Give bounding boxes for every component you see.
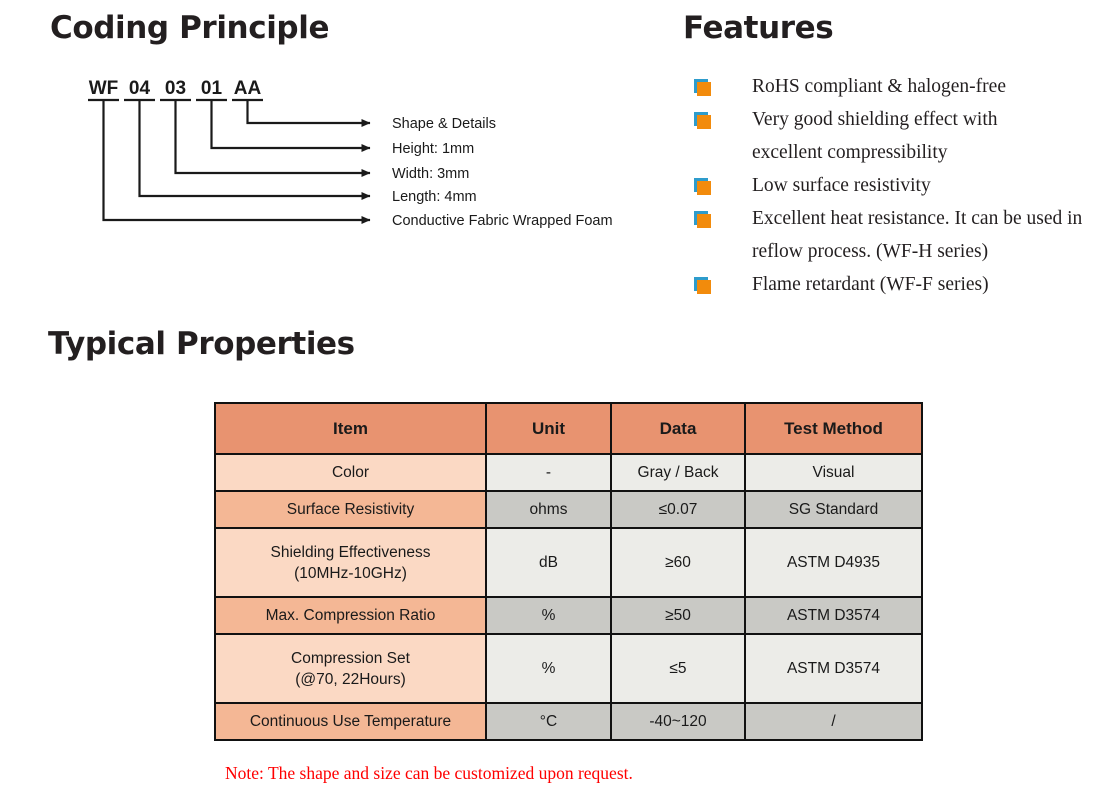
cell-item-line1: Shielding Effectiveness (270, 543, 431, 561)
table-row: Continuous Use Temperature °C -40~120 / (214, 702, 923, 741)
bullet-front-square (697, 181, 711, 195)
orange-square-bullet-icon (694, 79, 711, 96)
cell-item-line1: Compression Set (291, 649, 410, 667)
callout-label-width: Width: 3mm (392, 166, 470, 182)
feature-text: Very good shielding effect with excellen… (752, 109, 998, 163)
cell-item-line2: (@70, 22Hours) (295, 670, 406, 688)
cell-item: Surface Resistivity (214, 490, 487, 529)
typical-properties-title: Typical Properties (48, 326, 355, 362)
table-row: Shielding Effectiveness (10MHz-10GHz) dB… (214, 527, 923, 598)
column-header-unit: Unit (485, 402, 612, 455)
typical-properties-table: Item Unit Data Test Method Color - Gray … (214, 402, 923, 741)
feature-item: Low surface resistivity (694, 169, 1114, 202)
bullet-front-square (697, 82, 711, 96)
cell-unit: % (485, 596, 612, 635)
code-segment-wf: WF (88, 78, 119, 99)
bullet-cell (694, 268, 752, 294)
callout-label-length: Length: 4mm (392, 189, 477, 205)
orange-square-bullet-icon (694, 211, 711, 228)
code-segment-length: 04 (128, 78, 151, 99)
coding-connector-lines (88, 98, 371, 224)
cell-method: ASTM D3574 (744, 596, 923, 635)
orange-square-bullet-icon (694, 178, 711, 195)
features-list: RoHS compliant & halogen-free Very good … (694, 70, 1114, 301)
feature-item: RoHS compliant & halogen-free (694, 70, 1114, 103)
column-header-data: Data (610, 402, 746, 455)
column-header-item: Item (214, 402, 487, 455)
cell-unit: °C (485, 702, 612, 741)
bullet-cell (694, 169, 752, 195)
cell-method: SG Standard (744, 490, 923, 529)
bullet-front-square (697, 280, 711, 294)
code-segment-shape: AA (233, 78, 262, 99)
callout-label-material: Conductive Fabric Wrapped Foam (392, 213, 613, 229)
bullet-front-square (697, 115, 711, 129)
cell-method: Visual (744, 453, 923, 492)
table-row: Max. Compression Ratio % ≥50 ASTM D3574 (214, 596, 923, 635)
cell-unit: dB (485, 527, 612, 598)
cell-item: Compression Set (@70, 22Hours) (214, 633, 487, 704)
cell-item: Max. Compression Ratio (214, 596, 487, 635)
cell-unit: - (485, 453, 612, 492)
cell-data: ≥50 (610, 596, 746, 635)
orange-square-bullet-icon (694, 277, 711, 294)
table-row: Surface Resistivity ohms ≤0.07 SG Standa… (214, 490, 923, 529)
cell-method: ASTM D3574 (744, 633, 923, 704)
bullet-cell (694, 202, 752, 228)
cell-method: / (744, 702, 923, 741)
feature-text: RoHS compliant & halogen-free (752, 76, 1006, 97)
table-row: Compression Set (@70, 22Hours) % ≤5 ASTM… (214, 633, 923, 704)
feature-item: Very good shielding effect with excellen… (694, 103, 1114, 169)
table-note: Note: The shape and size can be customiz… (225, 763, 633, 783)
column-header-method: Test Method (744, 402, 923, 455)
bullet-cell (694, 103, 752, 129)
table-row: Color - Gray / Back Visual (214, 453, 923, 492)
cell-item: Continuous Use Temperature (214, 702, 487, 741)
bullet-cell (694, 70, 752, 96)
feature-text: Flame retardant (WF-F series) (752, 274, 989, 295)
code-segment-width: 03 (164, 78, 187, 99)
cell-method: ASTM D4935 (744, 527, 923, 598)
coding-principle-title: Coding Principle (50, 10, 330, 46)
cell-item-line2: (10MHz-10GHz) (294, 564, 407, 582)
orange-square-bullet-icon (694, 112, 711, 129)
feature-text: Low surface resistivity (752, 175, 931, 196)
cell-data: ≥60 (610, 527, 746, 598)
cell-item: Shielding Effectiveness (10MHz-10GHz) (214, 527, 487, 598)
feature-text: Excellent heat resistance. It can be use… (752, 208, 1083, 262)
cell-data: ≤0.07 (610, 490, 746, 529)
table-header-row: Item Unit Data Test Method (214, 402, 923, 455)
cell-unit: % (485, 633, 612, 704)
feature-item: Flame retardant (WF-F series) (694, 268, 1114, 301)
features-title: Features (683, 10, 834, 46)
cell-data: ≤5 (610, 633, 746, 704)
code-segment-height: 01 (200, 78, 223, 99)
cell-data: Gray / Back (610, 453, 746, 492)
callout-label-height: Height: 1mm (392, 141, 475, 157)
feature-item: Excellent heat resistance. It can be use… (694, 202, 1114, 268)
callout-label-shape: Shape & Details (392, 116, 496, 132)
cell-item: Color (214, 453, 487, 492)
bullet-front-square (697, 214, 711, 228)
coding-principle-diagram: WF 04 03 01 AA Shape & Details Height: 1… (0, 60, 680, 245)
cell-unit: ohms (485, 490, 612, 529)
cell-data: -40~120 (610, 702, 746, 741)
